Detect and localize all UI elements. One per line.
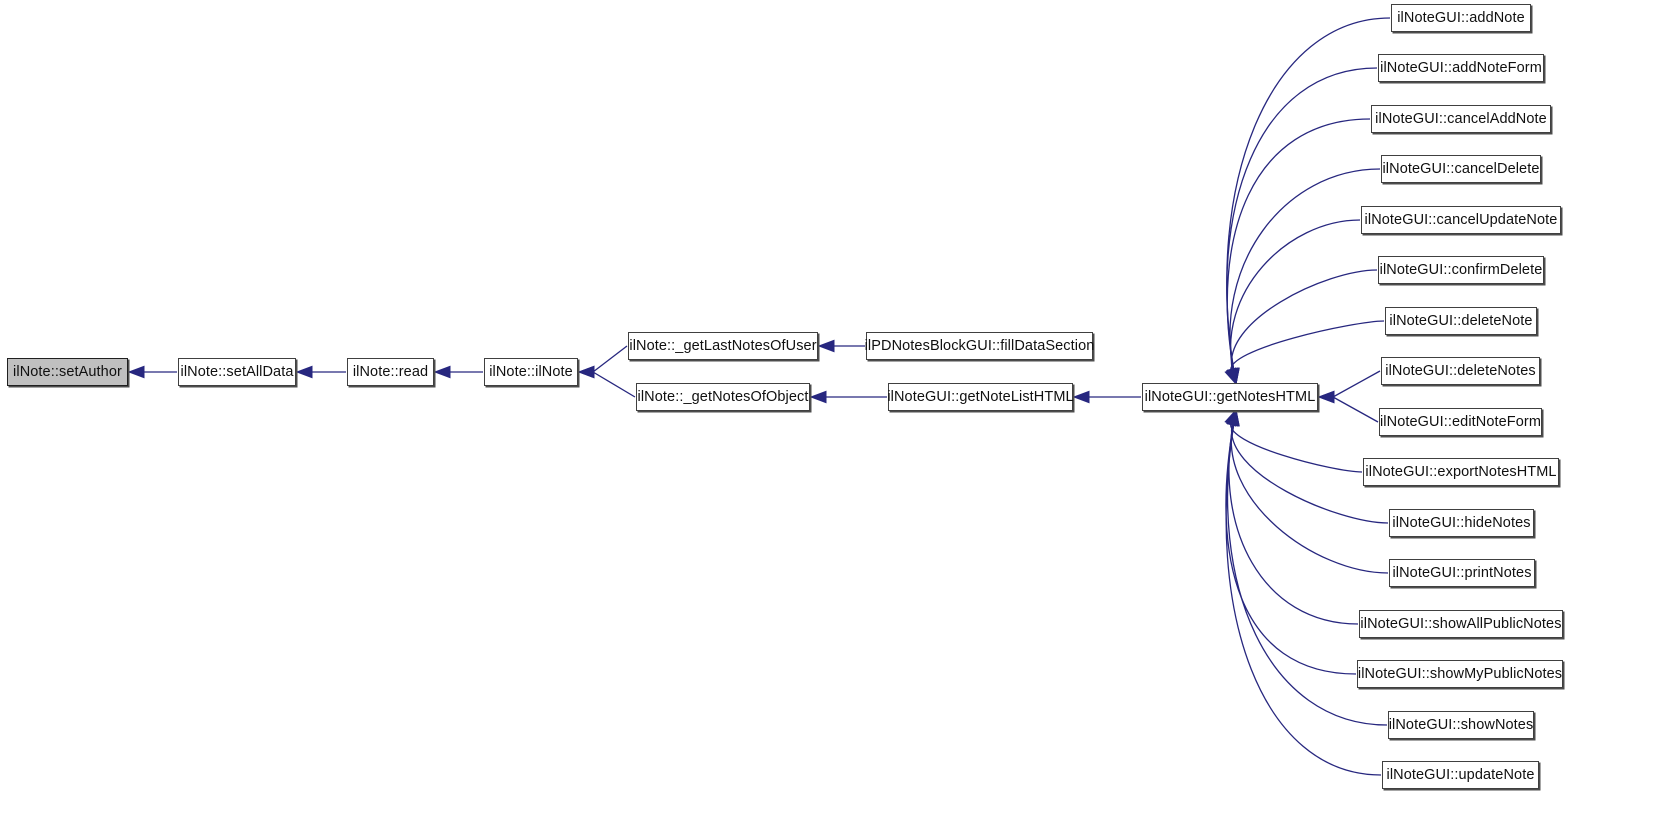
graph-node-addNoteForm[interactable]: ilNoteGUI::addNoteForm <box>1378 54 1544 82</box>
graph-edge-showNotes-to-getNotesHTML-arrowhead <box>1227 408 1240 427</box>
graph-node-showAllPublicNotes[interactable]: ilNoteGUI::showAllPublicNotes <box>1359 610 1563 638</box>
graph-node-label: ilNote::_getNotesOfObject <box>637 388 809 405</box>
graph-edge-addNote-to-getNotesHTML-arrowhead <box>1227 367 1240 386</box>
graph-edge-printNotes-to-getNotesHTML <box>1230 422 1389 574</box>
graph-node-label: ilNoteGUI::deleteNote <box>1389 312 1533 329</box>
graph-node-deleteNotes[interactable]: ilNoteGUI::deleteNotes <box>1381 357 1540 385</box>
graph-node-addNote[interactable]: ilNoteGUI::addNote <box>1391 4 1531 32</box>
graph-node-label: ilNoteGUI::getNotesHTML <box>1144 388 1316 405</box>
graph-node-label: ilNoteGUI::cancelUpdateNote <box>1364 211 1558 228</box>
graph-node-label: ilNote::setAllData <box>180 363 294 380</box>
graph-node-fillDataSection[interactable]: ilPDNotesBlockGUI::fillDataSection <box>865 332 1094 360</box>
graph-node-deleteNote[interactable]: ilNoteGUI::deleteNote <box>1385 307 1537 335</box>
graph-node-label: ilNoteGUI::confirmDelete <box>1379 261 1543 278</box>
graph-node-cancelAddNote[interactable]: ilNoteGUI::cancelAddNote <box>1371 105 1551 133</box>
graph-node-read[interactable]: ilNote::read <box>347 358 434 386</box>
graph-edge-showMyPublicNotes-to-getNotesHTML-arrowhead <box>1227 408 1240 427</box>
graph-node-getNotesOfObject[interactable]: ilNote::_getNotesOfObject <box>636 383 810 411</box>
graph-edge-cancelDelete-to-getNotesHTML-arrowhead <box>1226 367 1240 386</box>
graph-edge-showMyPublicNotes-to-getNotesHTML <box>1225 422 1357 675</box>
graph-node-label: ilNoteGUI::updateNote <box>1386 766 1535 783</box>
graph-node-label: ilNoteGUI::cancelDelete <box>1382 160 1540 177</box>
graph-edge-deleteNote-to-getNotesHTML-arrowhead <box>1224 367 1237 386</box>
graph-node-label: ilNoteGUI::exportNotesHTML <box>1365 463 1557 480</box>
graph-node-setAuthor[interactable]: ilNote::setAuthor <box>7 358 128 386</box>
graph-edge-cancelAddNote-to-getNotesHTML-arrowhead <box>1227 367 1240 386</box>
graph-node-label: ilNoteGUI::getNoteListHTML <box>887 388 1074 405</box>
graph-node-label: ilNoteGUI::printNotes <box>1392 564 1532 581</box>
graph-edge-cancelAddNote-to-getNotesHTML <box>1226 118 1371 372</box>
graph-edge-exportNotesHTML-to-getNotesHTML-arrowhead <box>1224 408 1237 427</box>
graph-node-label: ilNote::read <box>352 363 429 380</box>
graph-edge-exportNotesHTML-to-getNotesHTML <box>1230 421 1363 473</box>
graph-edge-setAllData-to-setAuthor-arrowhead <box>127 365 145 379</box>
graph-edge-cancelUpdateNote-to-getNotesHTML <box>1230 219 1361 372</box>
graph-edge-showAllPublicNotes-to-getNotesHTML <box>1228 422 1359 625</box>
graph-node-label: ilNoteGUI::deleteNotes <box>1385 362 1536 379</box>
graph-edge-getNotesOfObject-to-ilNote <box>592 371 636 398</box>
graph-node-cancelUpdateNote[interactable]: ilNoteGUI::cancelUpdateNote <box>1361 206 1561 234</box>
graph-node-label: ilNote::_getLastNotesOfUser <box>629 337 817 354</box>
graph-edge-addNote-to-getNotesHTML <box>1226 17 1391 372</box>
graph-node-showMyPublicNotes[interactable]: ilNoteGUI::showMyPublicNotes <box>1357 660 1563 688</box>
graph-edge-addNoteForm-to-getNotesHTML <box>1226 67 1378 372</box>
graph-edge-deleteNotes-to-getNotesHTML <box>1332 370 1381 398</box>
graph-edge-updateNote-to-getNotesHTML-arrowhead <box>1227 408 1240 427</box>
graph-node-label: ilNoteGUI::showAllPublicNotes <box>1360 615 1562 632</box>
graph-node-getLastNotesOfUser[interactable]: ilNote::_getLastNotesOfUser <box>628 332 818 360</box>
graph-node-label: ilNoteGUI::addNoteForm <box>1380 59 1542 76</box>
graph-node-cancelDelete[interactable]: ilNoteGUI::cancelDelete <box>1381 155 1541 183</box>
graph-edge-confirmDelete-to-getNotesHTML-arrowhead <box>1225 367 1239 386</box>
graph-node-confirmDelete[interactable]: ilNoteGUI::confirmDelete <box>1378 256 1544 284</box>
graph-edge-showAllPublicNotes-to-getNotesHTML-arrowhead <box>1226 408 1240 427</box>
graph-node-label: ilPDNotesBlockGUI::fillDataSection <box>864 337 1095 354</box>
graph-node-updateNote[interactable]: ilNoteGUI::updateNote <box>1382 761 1539 789</box>
graph-node-label: ilNoteGUI::editNoteForm <box>1379 413 1542 430</box>
graph-edge-ilNote-to-read-arrowhead <box>433 365 451 379</box>
graph-edge-cancelUpdateNote-to-getNotesHTML-arrowhead <box>1226 367 1239 386</box>
graph-node-label: ilNoteGUI::showNotes <box>1388 716 1534 733</box>
graph-edge-getLastNotesOfUser-to-ilNote-arrowhead <box>577 365 595 379</box>
graph-node-ilNote[interactable]: ilNote::ilNote <box>484 358 578 386</box>
graph-node-editNoteForm[interactable]: ilNoteGUI::editNoteForm <box>1379 408 1542 436</box>
graph-edge-hideNotes-to-getNotesHTML-arrowhead <box>1225 408 1239 427</box>
graph-edge-deleteNote-to-getNotesHTML <box>1230 320 1385 373</box>
graph-edge-editNoteForm-to-getNotesHTML <box>1332 396 1379 423</box>
graph-node-label: ilNoteGUI::showMyPublicNotes <box>1357 665 1563 682</box>
graph-node-label: ilNote::ilNote <box>489 363 573 380</box>
graph-node-label: ilNote::setAuthor <box>13 363 122 380</box>
graph-node-exportNotesHTML[interactable]: ilNoteGUI::exportNotesHTML <box>1363 458 1559 486</box>
graph-node-setAllData[interactable]: ilNote::setAllData <box>178 358 296 386</box>
graph-node-getNoteListHTML[interactable]: ilNoteGUI::getNoteListHTML <box>887 383 1074 411</box>
graph-node-hideNotes[interactable]: ilNoteGUI::hideNotes <box>1389 509 1534 537</box>
graph-node-label: ilNoteGUI::cancelAddNote <box>1375 110 1547 127</box>
graph-edge-getNotesOfObject-to-ilNote-arrowhead <box>577 365 595 379</box>
graph-edge-cancelDelete-to-getNotesHTML <box>1229 168 1381 372</box>
graph-edge-confirmDelete-to-getNotesHTML <box>1230 269 1378 372</box>
graph-edge-printNotes-to-getNotesHTML-arrowhead <box>1226 408 1239 427</box>
graph-node-label: ilNoteGUI::addNote <box>1397 9 1525 26</box>
graph-node-label: ilNoteGUI::hideNotes <box>1392 514 1531 531</box>
graph-node-getNotesHTML[interactable]: ilNoteGUI::getNotesHTML <box>1142 383 1318 411</box>
graph-node-showNotes[interactable]: ilNoteGUI::showNotes <box>1388 711 1534 739</box>
graph-node-printNotes[interactable]: ilNoteGUI::printNotes <box>1389 559 1535 587</box>
graph-edge-addNoteForm-to-getNotesHTML-arrowhead <box>1227 367 1240 386</box>
